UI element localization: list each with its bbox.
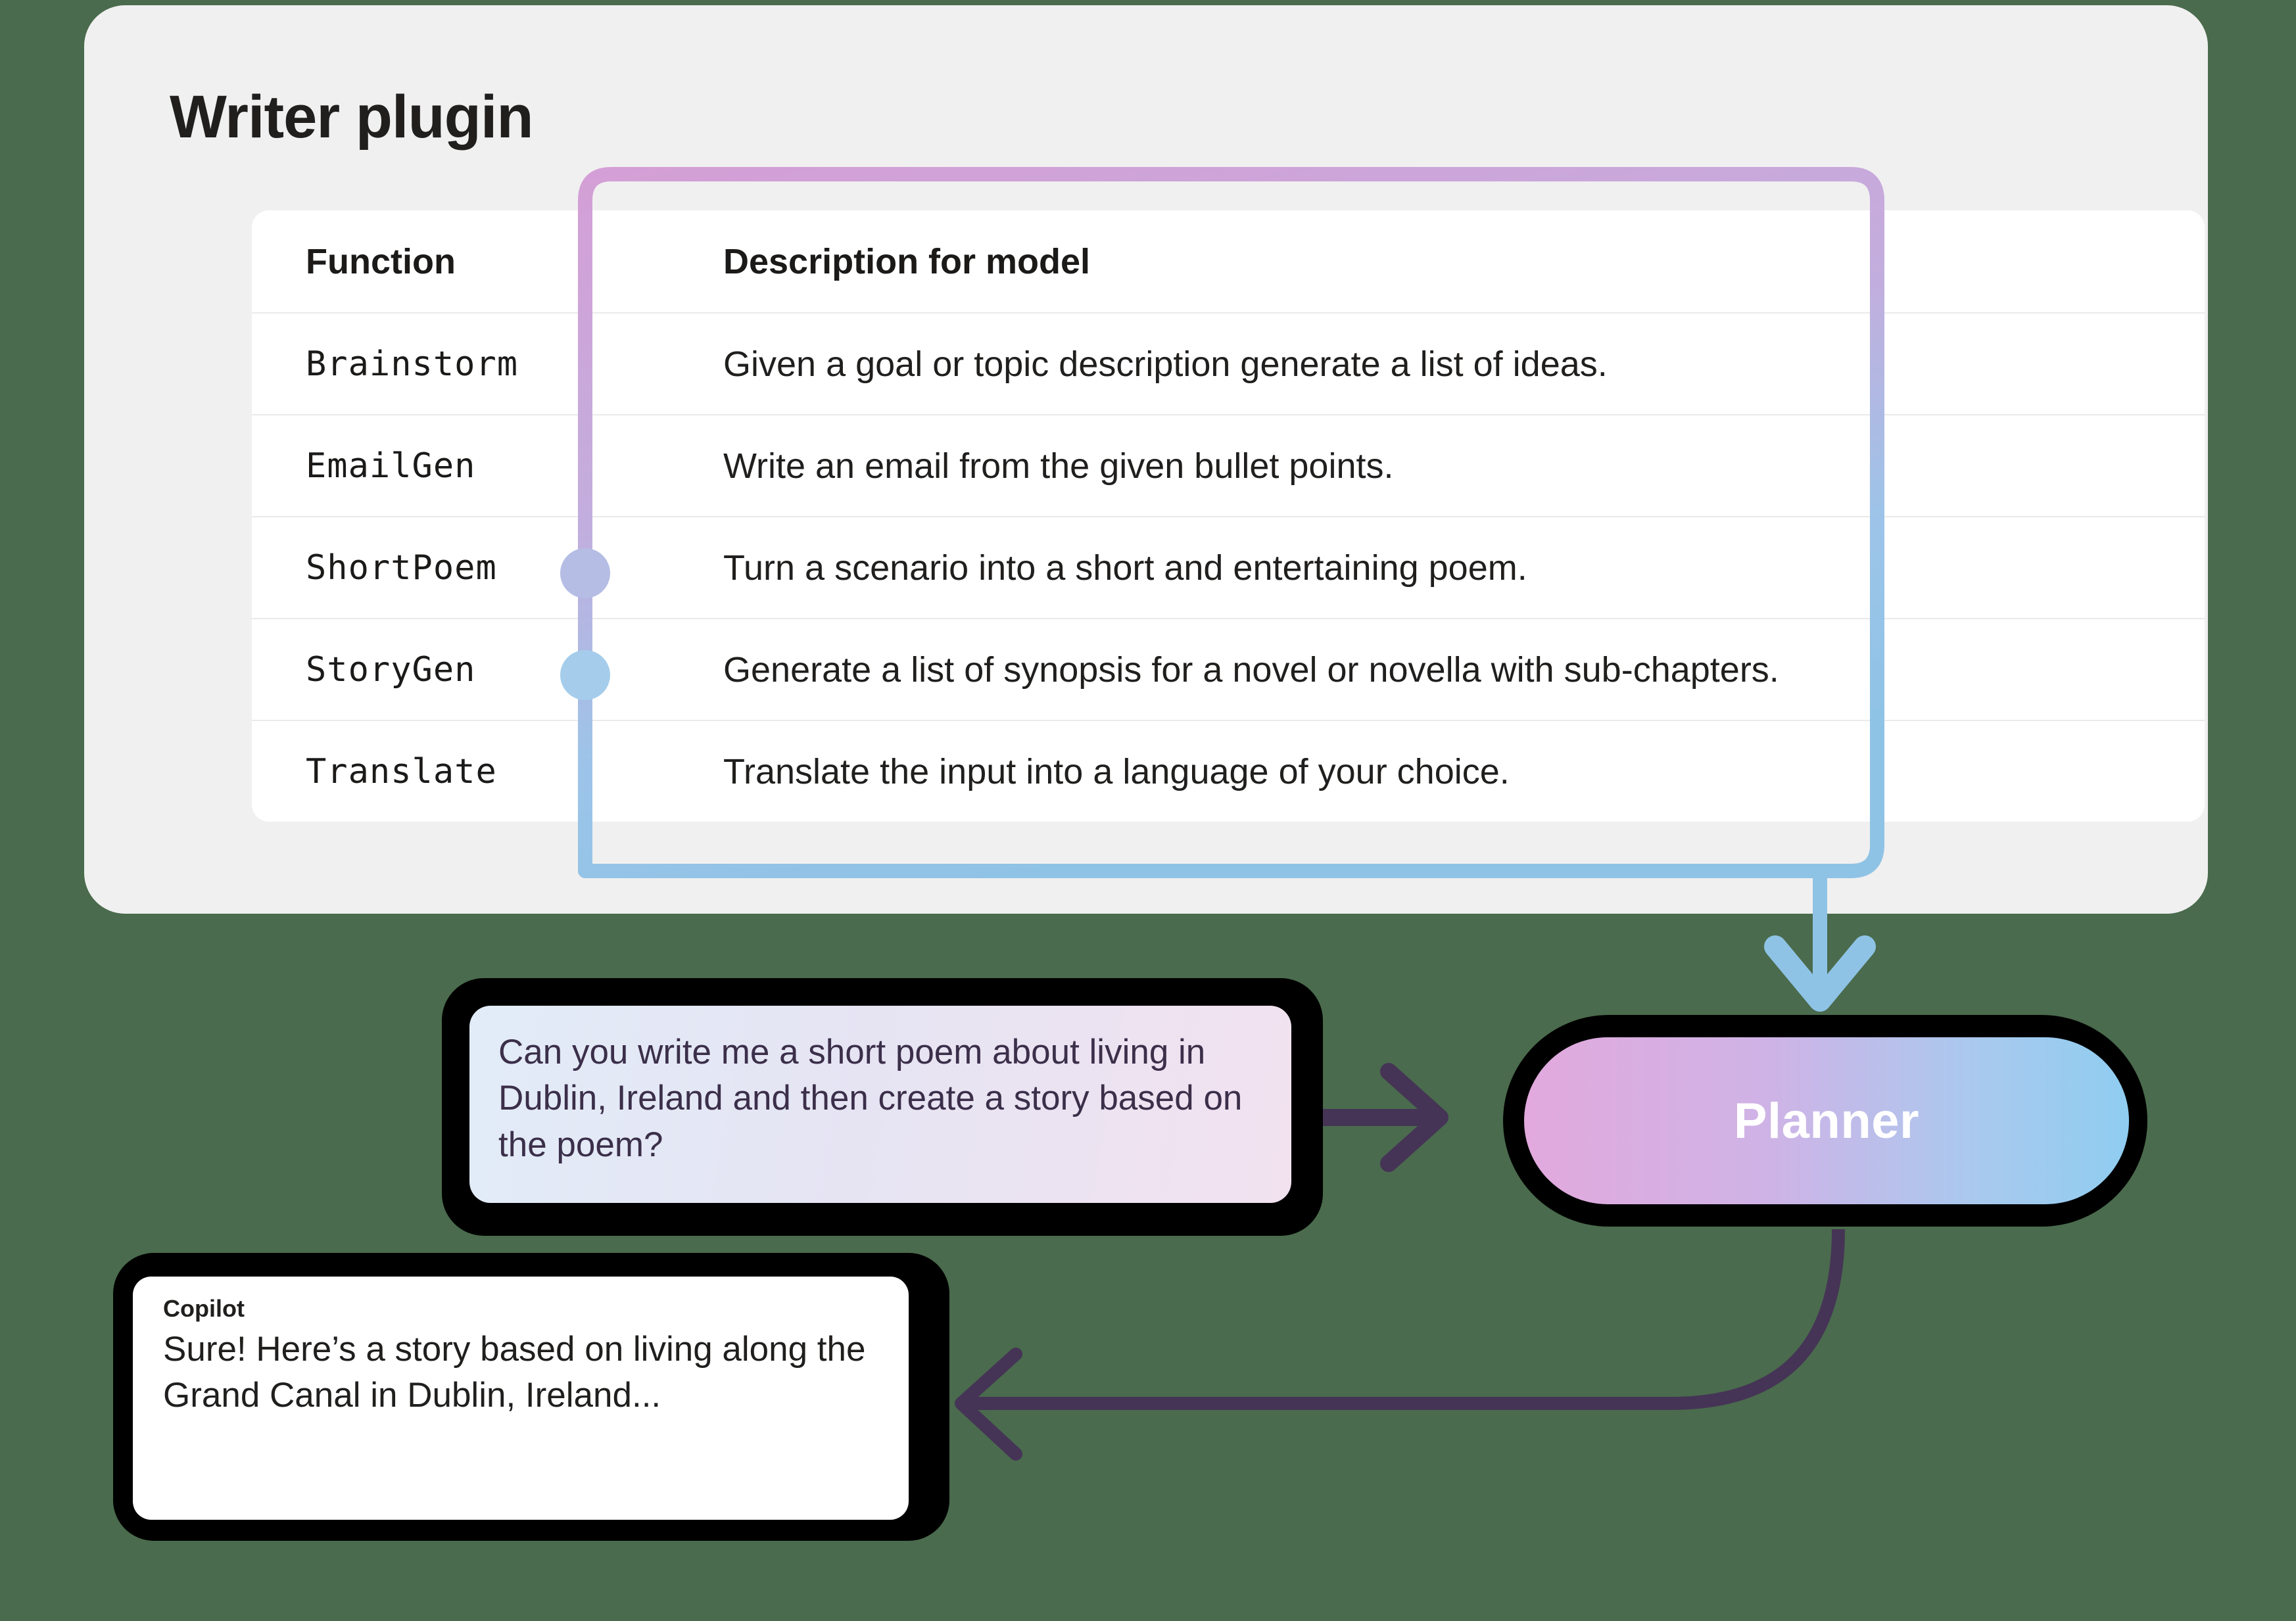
function-name: Brainstorm	[306, 344, 519, 384]
table-row[interactable]: EmailGen Write an email from the given b…	[252, 414, 2205, 516]
function-description: Generate a list of synopsis for a novel …	[723, 649, 1779, 690]
table-row[interactable]: StoryGen Generate a list of synopsis for…	[252, 618, 2205, 720]
function-description: Translate the input into a language of y…	[723, 751, 1510, 791]
user-message-text: Can you write me a short poem about livi…	[498, 1033, 1243, 1164]
plugin-to-planner-arrowhead	[1764, 935, 1876, 1012]
function-description: Write an email from the given bullet poi…	[723, 446, 1394, 486]
function-name: StoryGen	[306, 649, 476, 690]
function-name: EmailGen	[306, 446, 476, 486]
user-message-bubble[interactable]: Can you write me a short poem about livi…	[469, 1006, 1291, 1203]
planner-to-copilot-arrowhead	[955, 1348, 1022, 1461]
function-description: Turn a scenario into a short and enterta…	[723, 548, 1527, 588]
table-row[interactable]: ShortPoem Turn a scenario into a short a…	[252, 516, 2205, 618]
writer-plugin-card: Writer plugin Function Description for m…	[84, 5, 2208, 914]
table-row[interactable]: Brainstorm Given a goal or topic descrip…	[252, 312, 2205, 414]
user-to-planner-arrowhead	[1380, 1063, 1448, 1172]
copilot-message-text: Sure! Here’s a story based on living alo…	[163, 1330, 866, 1415]
table-row[interactable]: Translate Translate the input into a lan…	[252, 720, 2205, 822]
column-header-function: Function	[306, 241, 456, 281]
function-name: Translate	[306, 751, 497, 791]
planner-label: Planner	[1733, 1092, 1920, 1149]
copilot-sender-label: Copilot	[163, 1295, 245, 1322]
column-header-description: Description for model	[723, 241, 1091, 281]
table-header-row: Function Description for model	[252, 210, 2205, 312]
function-table: Function Description for model Brainstor…	[252, 210, 2205, 822]
page-title: Writer plugin	[170, 83, 534, 151]
function-name: ShortPoem	[306, 548, 497, 588]
planner-to-copilot-line	[967, 1229, 1845, 1410]
planner-node[interactable]: Planner	[1524, 1037, 2129, 1204]
function-description: Given a goal or topic description genera…	[723, 344, 1608, 384]
copilot-message-bubble[interactable]: Copilot Sure! Here’s a story based on li…	[133, 1277, 909, 1520]
